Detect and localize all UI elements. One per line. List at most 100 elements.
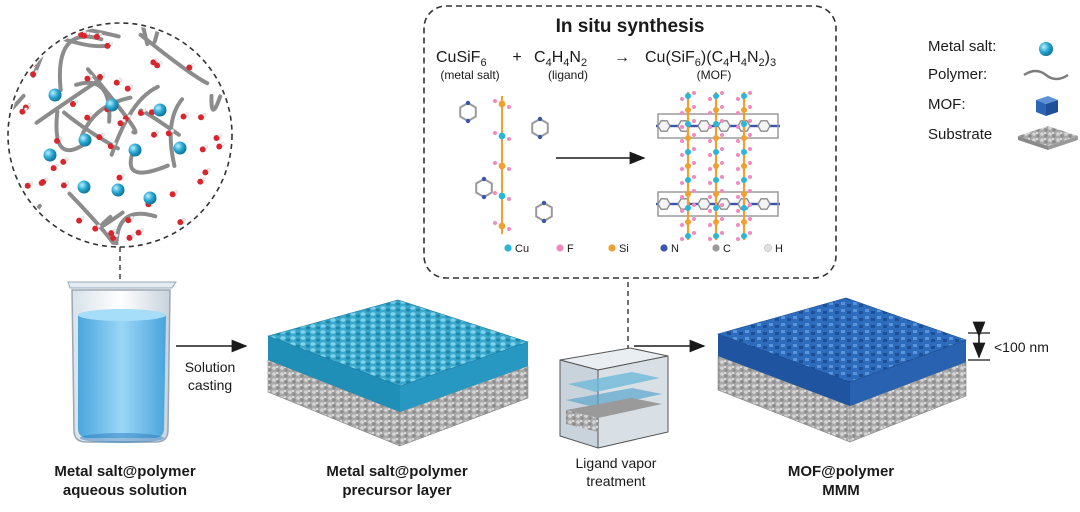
mof-fluorine: [736, 153, 740, 157]
fluorine-atom: [493, 161, 497, 165]
water-hydrogen: [204, 145, 209, 149]
water-hydrogen: [142, 108, 147, 113]
water-hydrogen: [80, 216, 85, 220]
element-label-si: Si: [619, 243, 629, 255]
mof-fluorine: [680, 139, 684, 143]
water-oxygen: [69, 101, 76, 108]
mof-fluorine: [680, 97, 684, 101]
legend-polymer-label: Polymer:: [928, 66, 988, 83]
element-label-f: F: [567, 243, 574, 255]
mof-node: [713, 177, 719, 183]
nitrogen-atom: [481, 176, 487, 182]
element-swatch-f: [556, 244, 564, 252]
mof-fluorine: [720, 217, 724, 221]
mof-node: [713, 149, 719, 155]
water-hydrogen: [55, 163, 59, 168]
thickness-label: <100 nm: [994, 339, 1049, 355]
fluorine-atom: [493, 99, 497, 103]
mof-fluorine: [736, 209, 740, 213]
mof-fluorine: [692, 217, 696, 221]
water-hydrogen: [114, 233, 119, 238]
mof-node: [685, 149, 691, 155]
polymer-chain: [54, 109, 86, 153]
water-oxygen: [60, 158, 67, 165]
water-oxygen: [60, 182, 67, 189]
water-hydrogen: [155, 58, 159, 62]
element-label-n: N: [671, 243, 679, 255]
mof-fluorine: [748, 91, 752, 95]
water-hydrogen: [202, 224, 207, 229]
ligand-role: (ligand): [548, 68, 588, 82]
aqueous-caption-line1: Metal salt@polymer: [54, 463, 196, 480]
mof-pyrazine: [657, 198, 671, 210]
water-oxygen: [108, 230, 115, 237]
fluorine-atom: [493, 221, 497, 225]
mof-fluorine: [708, 139, 712, 143]
element-label-h: H: [775, 243, 783, 255]
mof-node: [741, 233, 747, 239]
water-oxygen: [124, 85, 131, 92]
water-hydrogen: [182, 217, 186, 222]
mof-fluorine: [720, 231, 724, 235]
mof-node: [685, 177, 691, 183]
metal-salt-ion: [153, 103, 167, 117]
water-oxygen: [199, 146, 206, 153]
synthesis-box: [423, 5, 837, 279]
ligand-vapor-line2: treatment: [586, 473, 646, 489]
water-oxygen: [76, 217, 83, 224]
water-oxygen: [110, 235, 117, 242]
nitrogen-atom: [541, 218, 547, 224]
water-oxygen: [116, 174, 123, 181]
fluorine-atom: [507, 197, 511, 201]
mof-fluorine: [708, 97, 712, 101]
polymer-chain: [74, 80, 112, 124]
water-hydrogen: [122, 118, 126, 123]
salt-atom: [498, 162, 506, 170]
water-hydrogen: [205, 47, 210, 52]
polymer-chain: [168, 97, 185, 168]
element-swatch-h: [764, 244, 772, 252]
water-oxygen: [84, 114, 91, 121]
water-hydrogen: [89, 74, 93, 78]
water-hydrogen: [170, 129, 175, 133]
mof-fluorine: [680, 209, 684, 213]
mof-fluorine: [748, 133, 752, 137]
polymer-chain: [79, 95, 133, 138]
mof-node: [741, 191, 747, 197]
water-hydrogen: [101, 132, 105, 137]
fluorine-atom: [507, 105, 511, 109]
mof-fluorine: [692, 189, 696, 193]
element-swatch-si: [608, 244, 616, 252]
mof-fluorine: [736, 125, 740, 129]
plus-sign: +: [512, 49, 521, 66]
metal-salt-ion: [173, 141, 187, 155]
fluorine-atom: [493, 191, 497, 195]
water-hydrogen: [191, 63, 195, 67]
mof-fluorine: [720, 161, 724, 165]
water-oxygen: [117, 120, 124, 127]
element-label-c: C: [723, 243, 731, 255]
mof-fluorine: [692, 231, 696, 235]
mof-node: [685, 121, 691, 127]
fluorine-atom: [507, 167, 511, 171]
element-swatch-cu: [504, 244, 512, 252]
mof-role: (MOF): [697, 68, 732, 82]
mof-fluorine: [748, 203, 752, 207]
mof-node: [741, 93, 747, 99]
water-oxygen: [92, 225, 99, 232]
water-oxygen: [137, 110, 144, 117]
water-hydrogen: [88, 113, 93, 117]
mof-fluorine: [692, 147, 696, 151]
water-oxygen: [180, 113, 187, 120]
water-oxygen: [213, 135, 220, 142]
mof-pyrazine: [657, 120, 671, 132]
metal-salt-ion: [111, 183, 125, 197]
mof-fluorine: [720, 119, 724, 123]
mof-node: [741, 135, 747, 141]
salt-atom: [498, 222, 506, 230]
mof-fluorine: [692, 105, 696, 109]
water-hydrogen: [24, 107, 28, 111]
polymer-chain: [98, 210, 125, 229]
nitrogen-atom: [465, 100, 471, 106]
